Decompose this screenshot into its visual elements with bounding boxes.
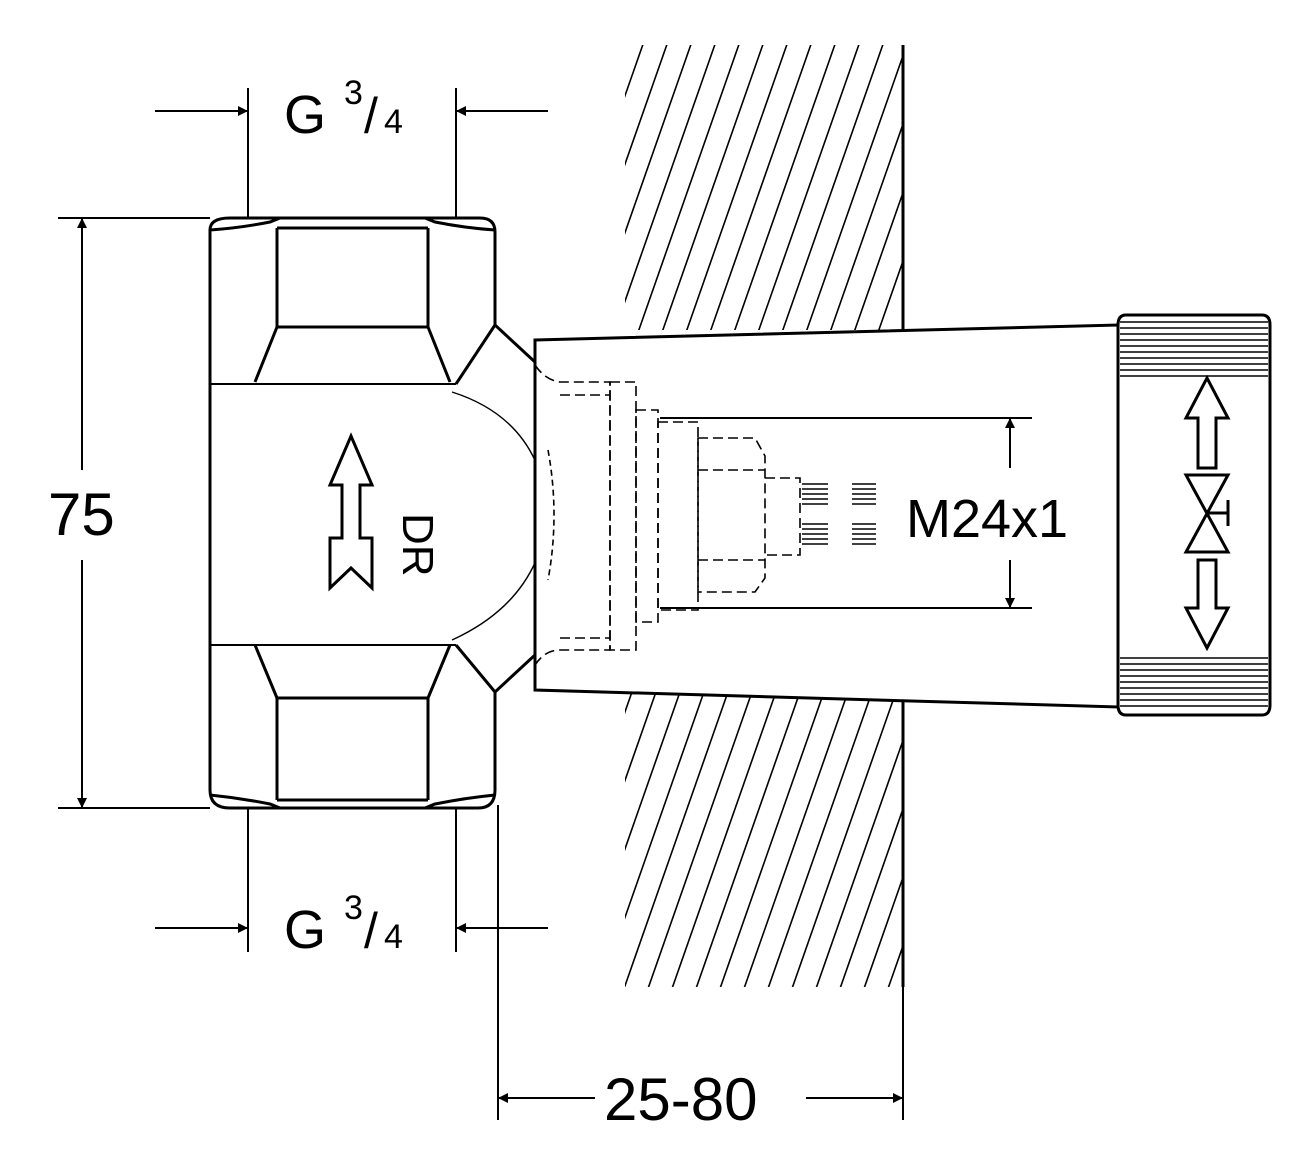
- thread-top-label: G: [284, 85, 326, 145]
- thread-bottom-denominator: 4: [384, 918, 403, 956]
- valve-symbol-icon: [1183, 473, 1231, 554]
- double-arrow-icon: [1183, 374, 1231, 652]
- thread-bottom-slash: /: [364, 903, 378, 959]
- spindle-thread-label: M24x1: [906, 489, 1068, 549]
- height-dimension-label: 75: [48, 481, 115, 548]
- spindle-spline: [802, 483, 876, 545]
- dimension-lines: [58, 88, 1032, 1120]
- thread-top-numerator: 3: [344, 74, 363, 112]
- body-mark-label: DR: [393, 513, 442, 577]
- thread-top-slash: /: [364, 88, 378, 144]
- cartridge-hidden-lines: [534, 364, 801, 666]
- thread-top-denominator: 4: [384, 103, 403, 141]
- valve-body: [208, 216, 549, 810]
- flow-direction-arrow-icon: [327, 432, 375, 592]
- knurled-cap: [1116, 313, 1272, 717]
- thread-bottom-numerator: 3: [344, 889, 363, 927]
- thread-bottom-label: G: [284, 900, 326, 960]
- depth-dimension-label: 25-80: [604, 1066, 757, 1133]
